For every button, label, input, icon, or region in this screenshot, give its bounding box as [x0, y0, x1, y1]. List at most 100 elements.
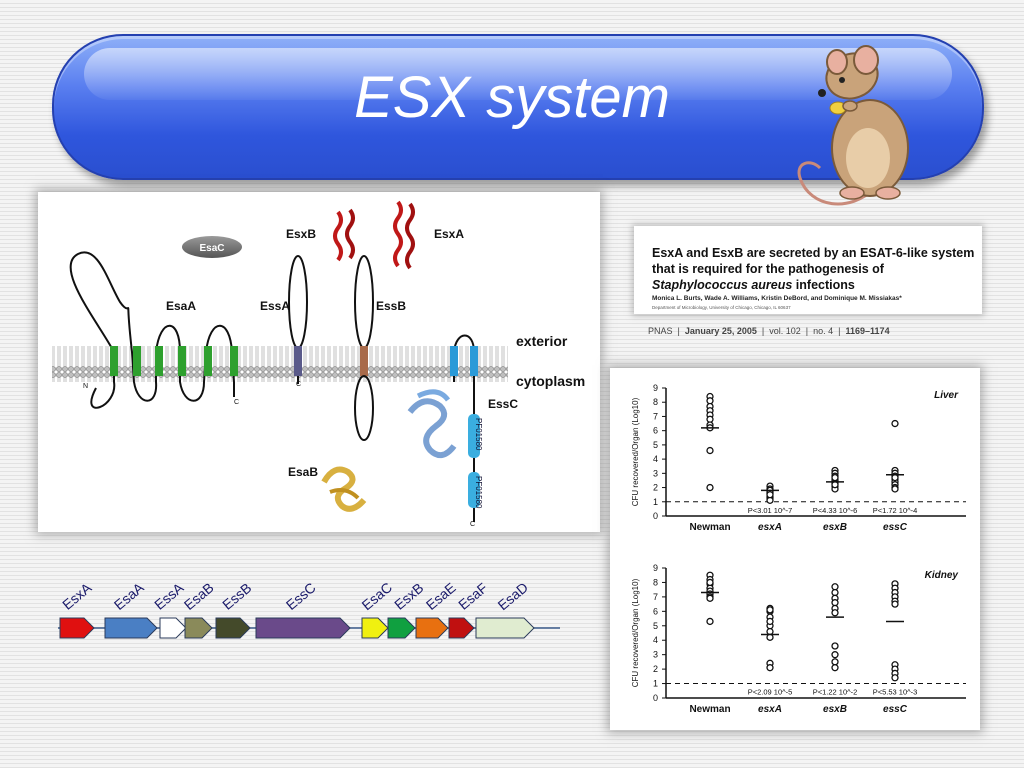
- essc-domain-2-label: PF01580: [474, 476, 483, 509]
- gene-label-esae: EsaE: [423, 579, 459, 613]
- essc-helix-1: [450, 346, 458, 376]
- secretion-diagram-panel: EsaC EsaA N C EssA C EssB EsxB: [38, 192, 600, 532]
- lipid-bilayer: [52, 346, 508, 382]
- data-point-kidney: [831, 588, 839, 597]
- panel-title-liver: Liver: [934, 390, 959, 401]
- p-value-kidney: P<2.09 10^-5: [748, 688, 793, 697]
- gene-label-esad: EsaD: [495, 579, 532, 613]
- paper-title-line-2: that is required for the pathogenesis of: [652, 262, 884, 276]
- esaa-helices: [110, 346, 238, 376]
- x-tick-label-liver: essC: [883, 522, 908, 533]
- x-tick-label-kidney: esxB: [823, 704, 847, 715]
- y-tick-label-liver: 7: [653, 411, 658, 421]
- gene-label-essc: EssC: [283, 579, 319, 613]
- esab-label: EsaB: [288, 465, 318, 479]
- title-gloss: [84, 48, 952, 100]
- data-point-kidney: [766, 627, 774, 636]
- cytoplasm-label: cytoplasm: [516, 373, 585, 389]
- essb-label: EssB: [376, 299, 406, 313]
- esac-label: EsaC: [199, 243, 224, 254]
- paper-issue: no. 4: [813, 326, 834, 336]
- paper-title-line-1: EsxA and EsxB are secreted by an ESAT-6-…: [652, 246, 975, 260]
- data-point-kidney: [831, 664, 839, 672]
- data-point-kidney: [831, 642, 839, 650]
- essb-helix: [360, 346, 368, 376]
- x-tick-label-kidney: essC: [883, 704, 908, 715]
- gene-label-esxa: EsxA: [59, 579, 95, 613]
- paper-date: January 25, 2005: [684, 326, 757, 336]
- data-point-kidney: [831, 583, 839, 591]
- esaa-n-terminus: N: [83, 383, 88, 390]
- gene-arrow-esxb: [387, 617, 416, 639]
- esxb-structure: [333, 208, 355, 262]
- p-value-kidney: P<5.53 10^-3: [873, 688, 918, 697]
- y-tick-label-kidney: 7: [653, 592, 658, 602]
- essa-loop: [288, 255, 308, 349]
- esxa-structure: [393, 200, 415, 270]
- paper-pages: 1169–1174: [845, 326, 890, 336]
- data-point-kidney: [831, 651, 839, 659]
- gene-arrow-esae: [415, 617, 449, 639]
- gene-arrow-essb: [215, 617, 251, 639]
- data-point-kidney: [891, 674, 899, 682]
- y-tick-label-liver: 3: [653, 468, 658, 478]
- data-point-liver: [891, 485, 899, 493]
- p-value-liver: P<4.33 10^-6: [813, 506, 858, 515]
- gene-label-esaa: EsaA: [111, 579, 147, 613]
- gene-arrow-essc: [255, 617, 351, 639]
- essb-exterior-loop: [354, 255, 374, 349]
- paper-citation: PNAS | January 25, 2005 | vol. 102 | no.…: [648, 326, 890, 336]
- gene-label-essb: EssB: [219, 580, 254, 613]
- gene-label-esac: EsaC: [359, 579, 396, 613]
- paper-title-line-3: Staphylococcus aureus infections: [652, 278, 855, 292]
- gene-label-esab: EsaB: [181, 579, 217, 613]
- essc-c-terminus: C: [470, 521, 475, 528]
- data-point-kidney: [891, 600, 899, 608]
- y-tick-label-kidney: 4: [653, 635, 658, 645]
- slide-title: ESX system: [354, 65, 670, 130]
- exterior-label: exterior: [516, 333, 568, 349]
- esaa-topology: [69, 251, 235, 409]
- secretion-diagram: EsaC EsaA N C EssA C EssB EsxB: [52, 200, 585, 528]
- x-tick-label-kidney: esxA: [758, 704, 782, 715]
- essc-helix-2: [470, 346, 478, 376]
- essc-domain-1-label: PF01580: [474, 418, 483, 451]
- data-point-kidney: [831, 599, 839, 607]
- y-tick-label-kidney: 5: [653, 621, 658, 631]
- data-point-liver: [831, 473, 839, 482]
- paper-title-suffix: infections: [792, 278, 855, 292]
- gene-arrow-esxa: [59, 617, 95, 639]
- gene-arrow-esac: [361, 617, 389, 639]
- esxb-label: EsxB: [286, 227, 316, 241]
- esac-protein: [182, 236, 242, 258]
- esaa-label: EsaA: [166, 299, 196, 313]
- y-tick-label-liver: 1: [653, 497, 658, 507]
- data-point-kidney: [706, 578, 714, 587]
- data-point-kidney: [766, 664, 774, 672]
- paper-header-panel: EsxA and EsxB are secreted by an ESAT-6-…: [634, 226, 982, 314]
- paper-volume: vol. 102: [769, 326, 801, 336]
- y-tick-label-liver: 8: [653, 397, 658, 407]
- y-tick-label-kidney: 9: [653, 563, 658, 573]
- data-point-kidney: [706, 594, 714, 602]
- y-tick-label-kidney: 2: [653, 664, 658, 674]
- data-point-kidney: [766, 617, 774, 626]
- gene-arrow-esab: [184, 617, 213, 639]
- x-tick-label-kidney: Newman: [689, 704, 730, 715]
- p-value-kidney: P<1.22 10^-2: [813, 688, 858, 697]
- data-point-liver: [766, 491, 774, 499]
- essb-cytoplasm-loop: [354, 375, 374, 441]
- y-tick-label-kidney: 0: [653, 693, 658, 703]
- paper-affiliation: Department of Microbiology, University o…: [652, 305, 791, 310]
- y-tick-label-kidney: 3: [653, 650, 658, 660]
- gene-label-esxb: EsxB: [391, 580, 426, 613]
- data-point-kidney: [766, 606, 774, 614]
- paper-journal: PNAS: [648, 326, 673, 336]
- y-tick-label-liver: 2: [653, 483, 658, 493]
- gene-arrow-esaf: [448, 617, 475, 639]
- gene-label-esaf: EsaF: [455, 580, 490, 613]
- data-point-kidney: [831, 609, 839, 617]
